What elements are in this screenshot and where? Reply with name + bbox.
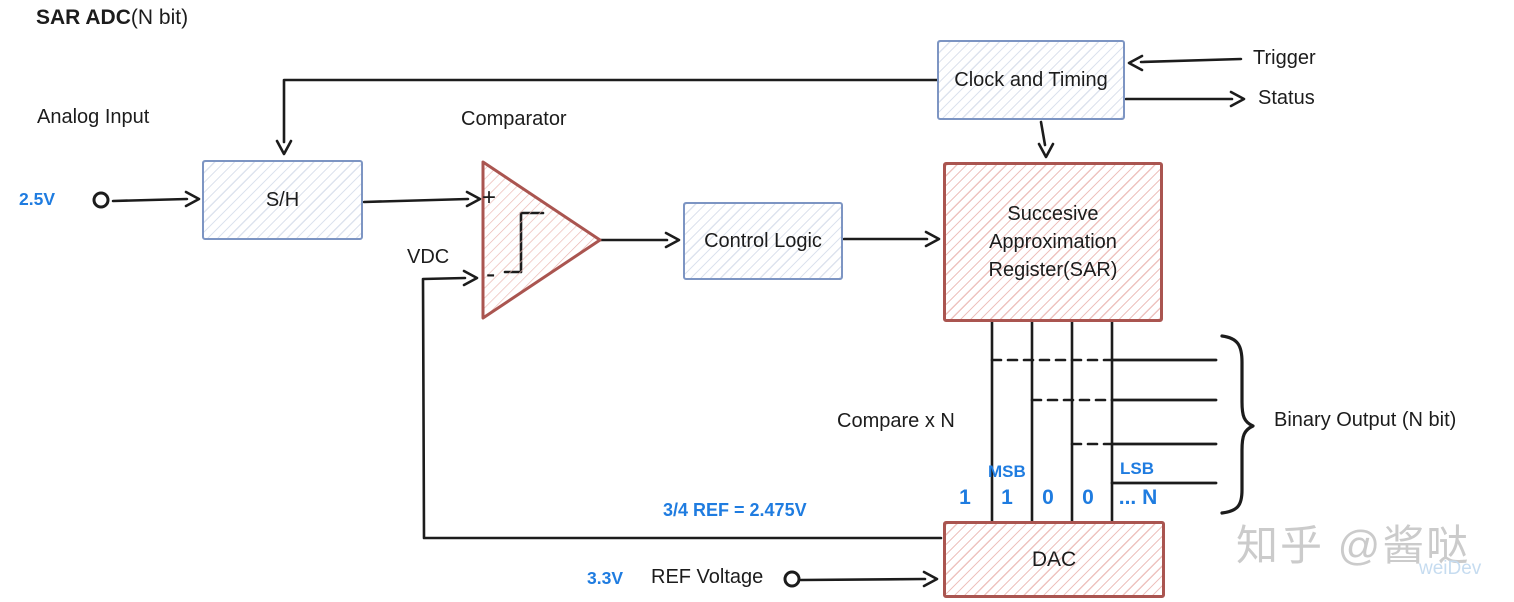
sar-block: Succesive Approximation Register(SAR) (943, 162, 1163, 322)
comparator-minus-input: - (486, 258, 496, 289)
sample-hold-block: S/H (202, 160, 363, 240)
sample-hold-label: S/H (265, 188, 300, 211)
arrowhead-dac-feedback (462, 269, 479, 287)
title-main: SAR ADC (36, 6, 131, 29)
dac-block: DAC (943, 521, 1165, 598)
watermark-author: weiDev (1419, 558, 1482, 579)
arrowhead-comparator-to-control (664, 231, 681, 249)
comparator-label: Comparator (461, 108, 567, 130)
analog-input-value: 2.5V (19, 189, 55, 209)
control-logic-block: Control Logic (683, 202, 843, 280)
dac-label: DAC (1031, 547, 1077, 571)
sar-label-line3: Register(SAR) (988, 259, 1118, 281)
wire-analog-input (111, 197, 189, 203)
arrowhead-analog-input (184, 190, 201, 208)
arrowhead-clock-to-sh (275, 139, 293, 156)
vdc-label: VDC (407, 246, 450, 268)
arrowhead-status (1229, 90, 1246, 108)
wire-clock-to-sh (282, 78, 939, 144)
wire-trigger (1139, 57, 1243, 64)
comparator-plus-input: + (482, 184, 497, 211)
control-logic-label: Control Logic (704, 229, 822, 252)
wire-ref-voltage (799, 577, 927, 582)
ref-voltage-terminal-icon (783, 570, 801, 588)
ref-value-label: 3.3V (587, 568, 623, 588)
wire-sh-to-comparator (362, 197, 470, 204)
sar-label-line1: Succesive (1007, 203, 1099, 225)
arrowhead-sh-to-comparator (465, 190, 482, 208)
arrowhead-ref-voltage (922, 570, 939, 588)
binary-output-label: Binary Output (N bit) (1274, 409, 1457, 431)
ref-voltage-label: REF Voltage (651, 566, 764, 588)
trigger-label: Trigger (1253, 47, 1316, 69)
status-label: Status (1258, 87, 1315, 109)
comparator-triangle (481, 160, 602, 320)
analog-input-label: Analog Input (37, 106, 150, 128)
bit-value-n: ... N (1118, 486, 1158, 509)
wire-clock-to-sar (1039, 120, 1047, 147)
feedback-value-label: 3/4 REF = 2.475V (663, 500, 807, 520)
lsb-label: LSB (1120, 459, 1154, 478)
bit-value-4: 0 (1082, 486, 1094, 509)
arrowhead-trigger (1127, 54, 1144, 72)
analog-input-terminal-icon (92, 191, 110, 209)
clock-timing-block: Clock and Timing (937, 40, 1125, 120)
watermark-brand: 知乎 @酱哒 (1236, 522, 1471, 569)
arrowhead-clock-to-sar (1037, 142, 1055, 159)
page-title: SAR ADC(N bit) (36, 6, 188, 30)
bit-value-3: 0 (1042, 486, 1054, 509)
arrowhead-control-to-sar (924, 230, 941, 248)
brace-icon (1220, 334, 1255, 515)
bit-value-1: 1 (959, 486, 971, 509)
title-suffix: (N bit) (130, 6, 189, 29)
clock-timing-label: Clock and Timing (954, 68, 1108, 91)
wire-dac-feedback (421, 276, 943, 540)
msb-label: MSB (988, 462, 1026, 481)
compare-xn-label: Compare x N (837, 410, 955, 432)
bit-value-2: 1 (1001, 486, 1013, 509)
sar-label-line2: Approximation (989, 231, 1117, 253)
